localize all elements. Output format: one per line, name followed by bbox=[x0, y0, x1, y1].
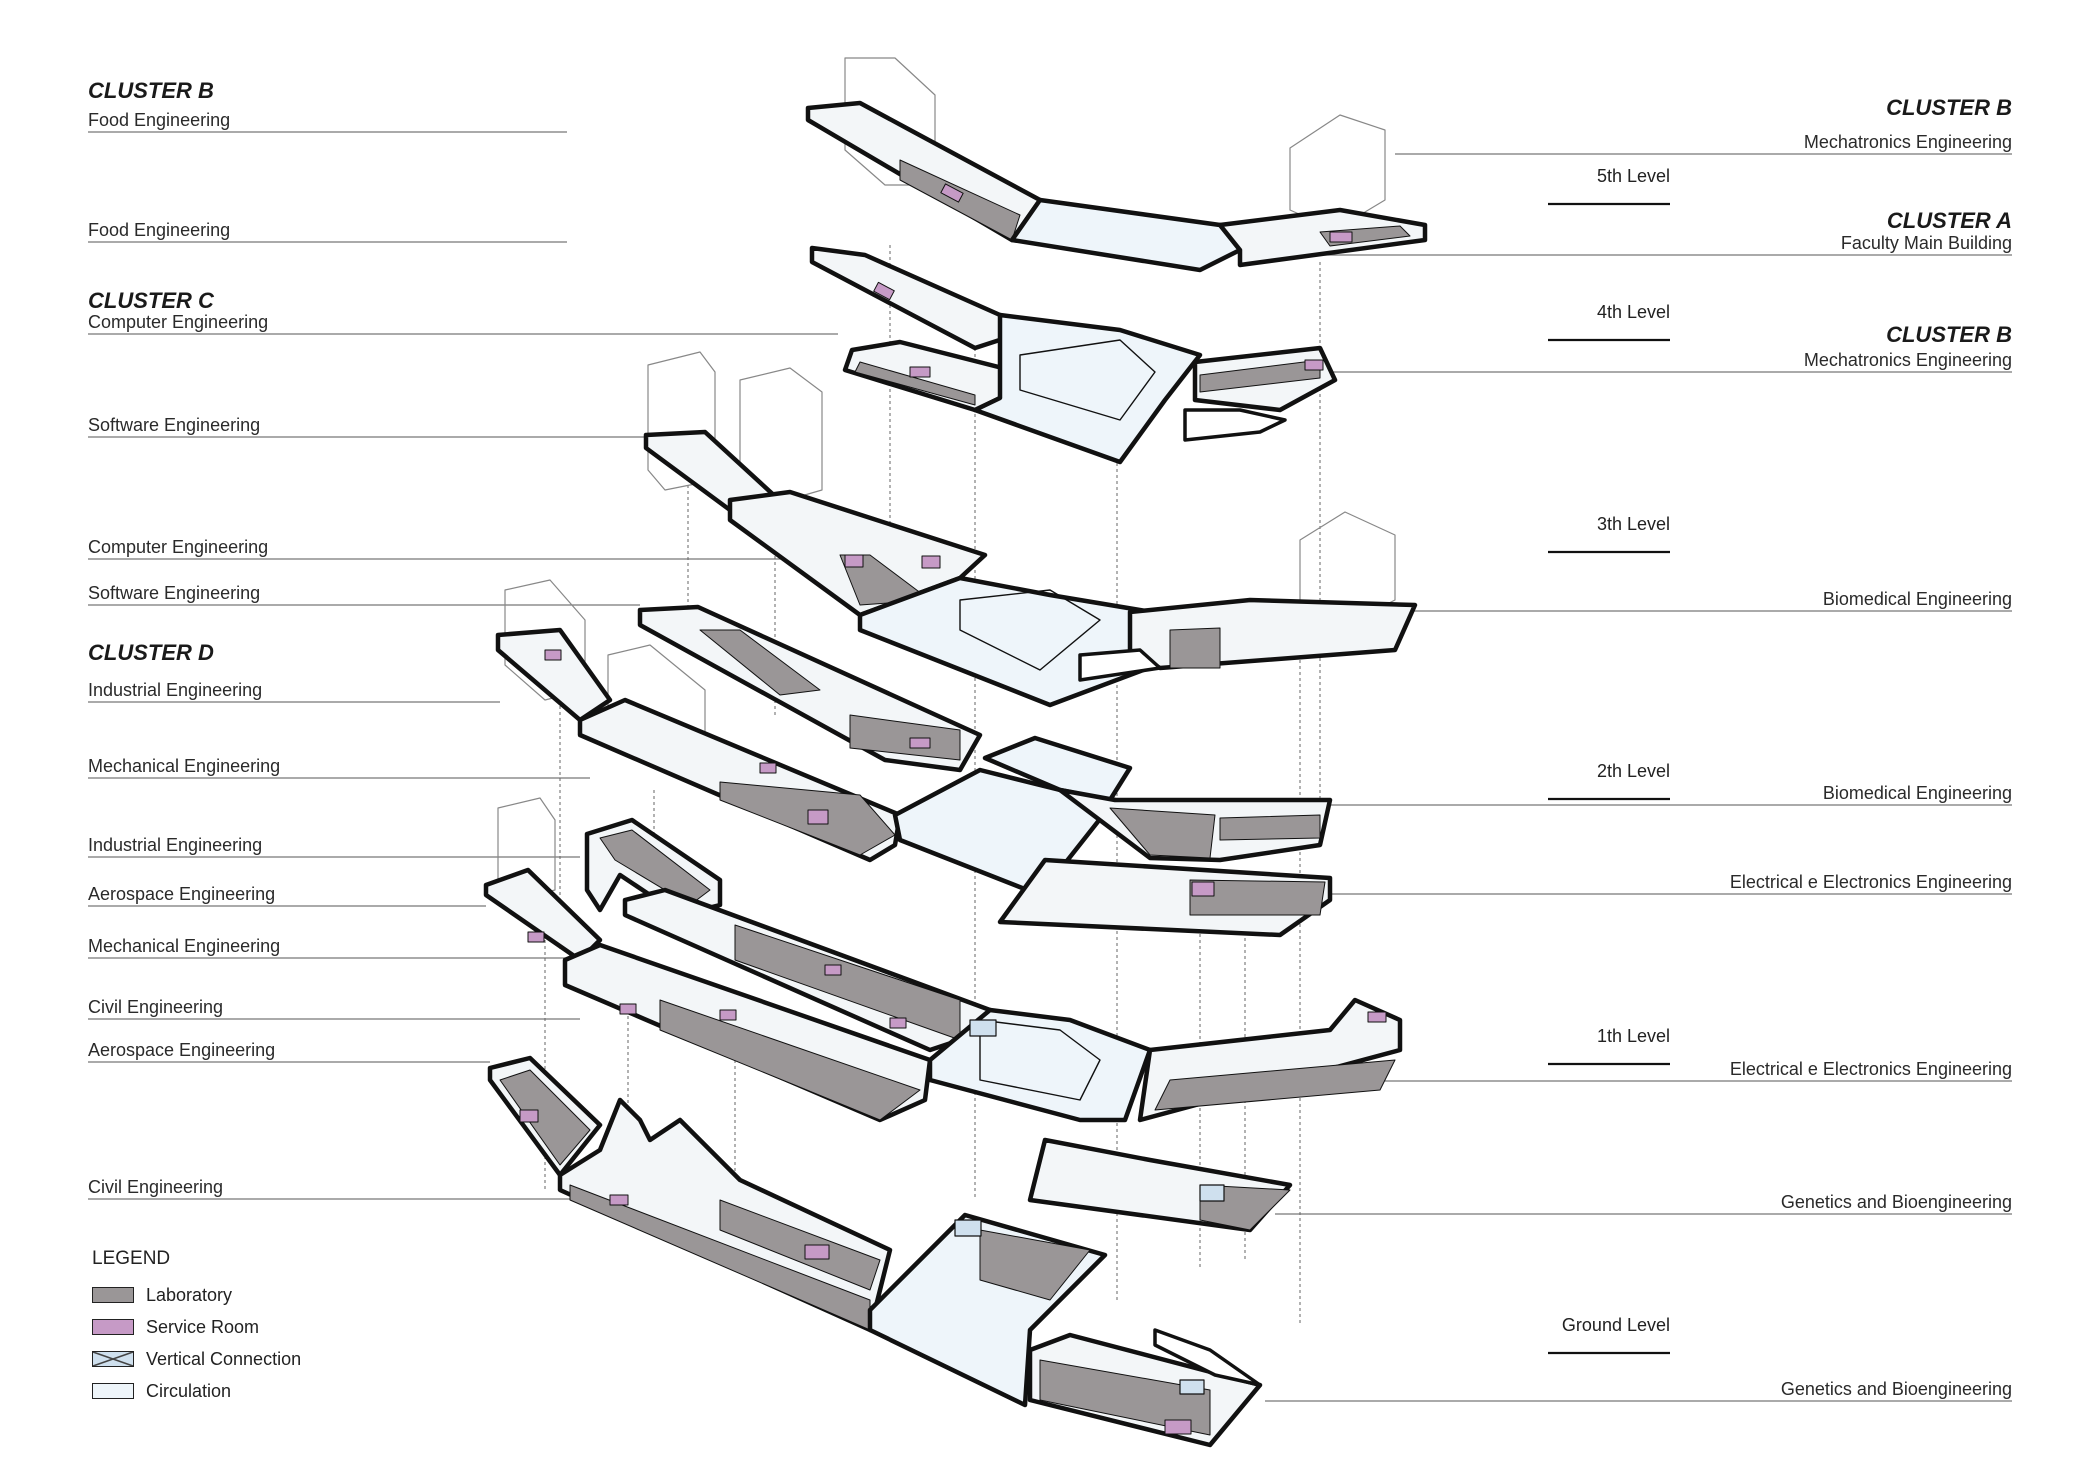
discipline-label-right: Biomedical Engineering bbox=[1822, 589, 2012, 609]
level-underlines bbox=[1548, 202, 1670, 1355]
faculty-main-1 bbox=[927, 1007, 1153, 1123]
discipline-label-right: Genetics and Bioengineering bbox=[1780, 1379, 2012, 1399]
food-wing-4 bbox=[809, 245, 1018, 351]
legend-item: Circulation bbox=[92, 1380, 231, 1402]
legend-swatch bbox=[92, 1351, 134, 1367]
central-bridge-5 bbox=[1009, 197, 1243, 273]
level-5-floorplate bbox=[805, 57, 1428, 273]
mechatronics-wing-5 bbox=[1217, 207, 1428, 268]
discipline-label-left: Industrial Engineering bbox=[88, 835, 263, 855]
discipline-label-left: Computer Engineering bbox=[88, 312, 269, 332]
cluster-heading-right: CLUSTER B bbox=[1886, 322, 2012, 347]
level-label: 1th Level bbox=[1596, 1026, 1670, 1046]
legend-item: Laboratory bbox=[92, 1284, 232, 1306]
cluster-heading-left: CLUSTER B bbox=[88, 78, 214, 103]
discipline-label-right: Electrical e Electronics Engineering bbox=[1729, 1059, 2012, 1079]
leader-lines bbox=[88, 131, 2012, 1402]
discipline-label-right: Mechatronics Engineering bbox=[1803, 350, 2012, 370]
discipline-label-left: Food Engineering bbox=[88, 110, 231, 130]
level-label: 5th Level bbox=[1596, 166, 1670, 186]
discipline-label-left: Civil Engineering bbox=[88, 1177, 224, 1197]
level-label: Ground Level bbox=[1561, 1315, 1670, 1335]
cluster-heading-left: CLUSTER D bbox=[88, 640, 214, 665]
discipline-label-right: Electrical e Electronics Engineering bbox=[1729, 872, 2012, 892]
level-2-floorplate bbox=[495, 579, 1333, 938]
discipline-label-left: Software Engineering bbox=[88, 415, 261, 435]
legend-label: Vertical Connection bbox=[146, 1348, 302, 1369]
legend-swatch bbox=[92, 1383, 134, 1399]
level-1-floorplate bbox=[483, 797, 1403, 1233]
legend-item: Service Room bbox=[92, 1316, 259, 1338]
discipline-label-right: Mechatronics Engineering bbox=[1803, 132, 2012, 152]
faculty-main-3 bbox=[857, 575, 1173, 708]
discipline-label-left: Mechanical Engineering bbox=[88, 936, 281, 956]
level-3-floorplate bbox=[643, 351, 1418, 708]
cluster-heading-right: CLUSTER B bbox=[1886, 95, 2012, 120]
level-label: 3th Level bbox=[1596, 514, 1670, 534]
discipline-label-left: Aerospace Engineering bbox=[88, 1040, 276, 1060]
discipline-label-right: Genetics and Bioengineering bbox=[1780, 1192, 2012, 1212]
faculty-main-4 bbox=[972, 312, 1203, 465]
discipline-label-left: Civil Engineering bbox=[88, 997, 224, 1017]
electrical-wing-2 bbox=[997, 857, 1333, 938]
discipline-label-left: Food Engineering bbox=[88, 220, 231, 240]
level-label: 4th Level bbox=[1596, 302, 1670, 322]
discipline-label-left: Computer Engineering bbox=[88, 537, 269, 557]
legend-title: LEGEND bbox=[92, 1248, 171, 1269]
level-label: 2th Level bbox=[1596, 761, 1670, 781]
legend-label: Circulation bbox=[146, 1380, 232, 1401]
ground-level-floorplate bbox=[487, 1055, 1263, 1448]
legend-swatch bbox=[92, 1287, 134, 1303]
discipline-label-left: Mechanical Engineering bbox=[88, 756, 281, 776]
discipline-label-right: Faculty Main Building bbox=[1840, 233, 2012, 253]
aerospace-wing-1 bbox=[483, 867, 603, 963]
industrial-wing-2 bbox=[495, 627, 613, 723]
legend-label: Laboratory bbox=[146, 1284, 233, 1305]
legend-item: Vertical Connection bbox=[92, 1348, 301, 1370]
legend-label: Service Room bbox=[146, 1316, 260, 1337]
mechatronics-block-wireframe bbox=[1289, 114, 1386, 231]
discipline-label-left: Software Engineering bbox=[88, 583, 261, 603]
level-4-floorplate bbox=[809, 245, 1338, 465]
cluster-heading-right: CLUSTER A bbox=[1886, 208, 2012, 233]
discipline-label-right: Biomedical Engineering bbox=[1822, 783, 2012, 803]
discipline-label-left: Aerospace Engineering bbox=[88, 884, 276, 904]
cluster-heading-left: CLUSTER C bbox=[88, 288, 214, 313]
faculty-main-2 bbox=[982, 735, 1133, 803]
legend-swatch bbox=[92, 1319, 134, 1335]
discipline-label-left: Industrial Engineering bbox=[88, 680, 263, 700]
